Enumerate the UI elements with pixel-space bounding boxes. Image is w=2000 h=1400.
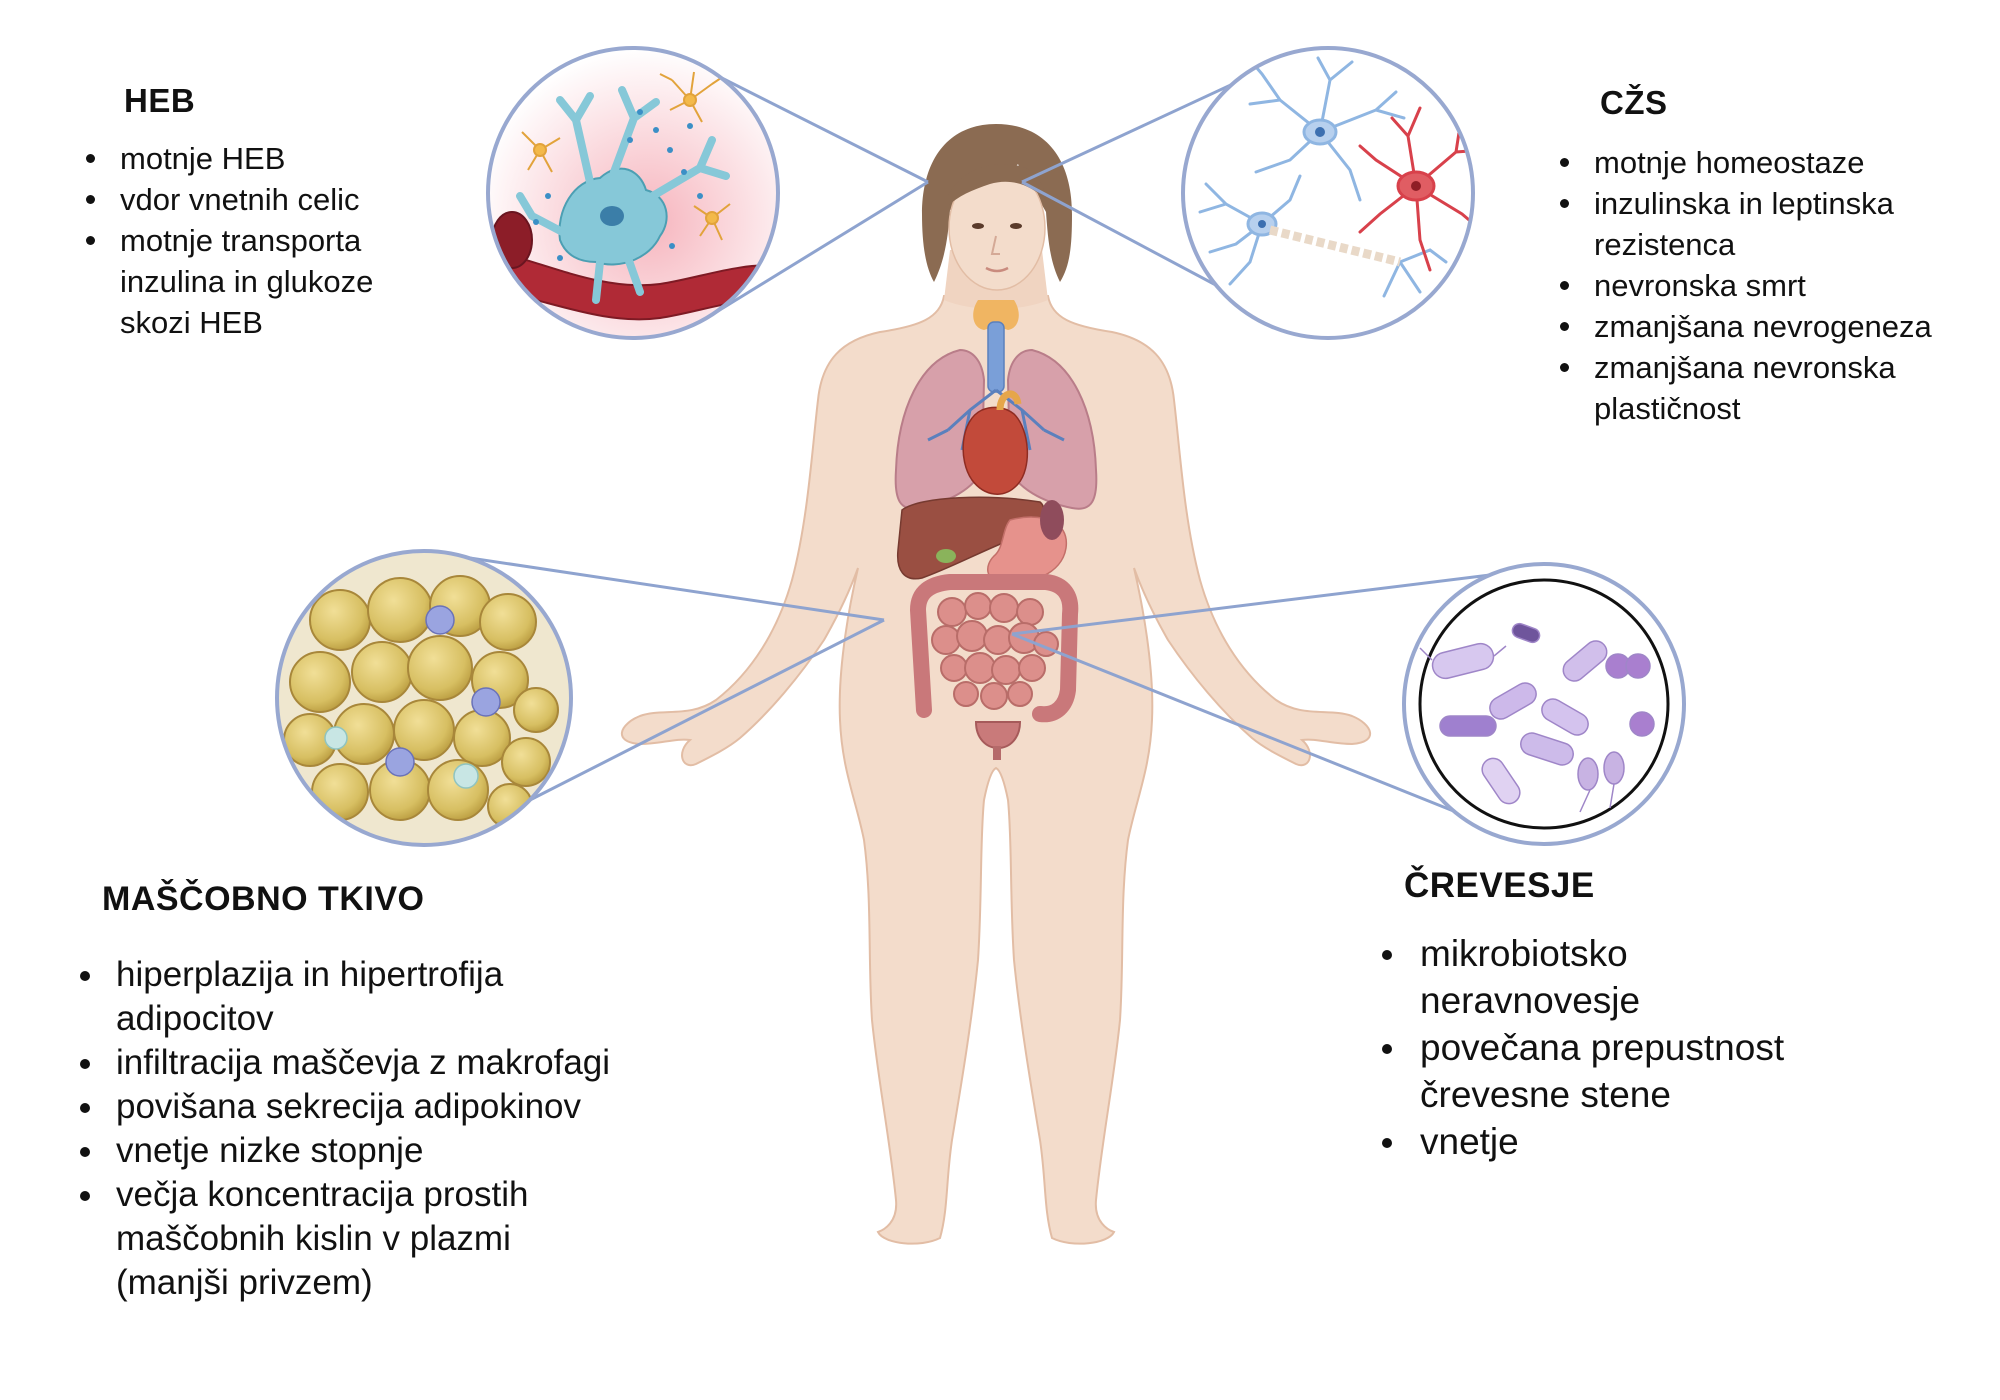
list-item: infiltracija maščevja z makrofagi bbox=[72, 1041, 732, 1085]
axon-myelin bbox=[1268, 225, 1402, 267]
list-item: mikrobiotsko neravnovesje bbox=[1372, 930, 1720, 1024]
fat-magnification bbox=[275, 549, 573, 847]
czs-magnification bbox=[1181, 46, 1475, 340]
gut-magnification bbox=[1402, 562, 1686, 846]
small-intestine bbox=[931, 592, 1059, 710]
list-item: hiperplazija in hipertrofija adipocitov bbox=[72, 953, 636, 1041]
trachea bbox=[987, 321, 1005, 393]
urethra bbox=[993, 746, 1001, 760]
macrophage-icon bbox=[385, 605, 501, 777]
glucose-dots bbox=[533, 109, 703, 261]
right-lung bbox=[1006, 348, 1098, 510]
list-item: vnetje bbox=[1372, 1118, 1872, 1165]
list-item: večja koncentracija prostih maščobnih ki… bbox=[72, 1173, 616, 1305]
astrocyte-icon bbox=[516, 86, 730, 304]
thyroid bbox=[973, 300, 1019, 330]
gut-title: ČREVESJE bbox=[1404, 866, 1595, 905]
callout-heb-bottom bbox=[704, 180, 929, 321]
neuron-red-icon bbox=[1358, 106, 1473, 272]
panel-fat: MAŠČOBNO TKIVO hiperplazija in hipertrof… bbox=[72, 880, 732, 1305]
list-item: motnje transporta inzulina in glukoze sk… bbox=[78, 220, 420, 343]
fat-list: hiperplazija in hipertrofija adipocitov … bbox=[72, 953, 732, 1305]
callout-fat-bottom bbox=[529, 618, 885, 802]
adipocytes-icon bbox=[283, 575, 559, 829]
list-item: motnje homeostaze bbox=[1552, 142, 1992, 183]
nose bbox=[990, 235, 1000, 255]
panel-heb: HEB motnje HEB vdor vnetnih celic motnje… bbox=[78, 82, 438, 343]
panel-czs: CŽS motnje homeostaze inzulinska in lept… bbox=[1552, 84, 1992, 429]
list-item: vnetje nizke stopnje bbox=[72, 1129, 732, 1173]
right-eye-icon bbox=[1010, 223, 1022, 229]
list-item: motnje HEB bbox=[78, 138, 438, 179]
callout-gut-bottom bbox=[1011, 632, 1457, 814]
fat-title: MAŠČOBNO TKIVO bbox=[102, 880, 425, 918]
large-intestine bbox=[909, 574, 1079, 723]
hair-fringe bbox=[948, 164, 1046, 206]
human-body bbox=[620, 124, 1372, 1245]
gallbladder bbox=[936, 549, 956, 563]
neuron-blue-icon bbox=[1198, 56, 1448, 298]
czs-title: CŽS bbox=[1600, 84, 1668, 121]
gut-list: mikrobiotsko neravnovesje povečana prepu… bbox=[1372, 930, 1872, 1165]
mouth bbox=[985, 266, 1009, 273]
czs-list: motnje homeostaze inzulinska in leptinsk… bbox=[1552, 142, 1992, 429]
list-item: povečana prepustnost črevesne stene bbox=[1372, 1024, 1860, 1118]
heart bbox=[962, 406, 1028, 495]
list-item: inzulinska in leptinska rezistenca bbox=[1552, 183, 1954, 265]
list-item: povišana sekrecija adipokinov bbox=[72, 1085, 732, 1129]
spleen bbox=[1040, 500, 1064, 540]
callout-heb-top bbox=[699, 65, 929, 184]
panel-gut: ČREVESJE mikrobiotsko neravnovesje poveč… bbox=[1372, 866, 1872, 1165]
list-item: zmanjšana nevronska plastičnost bbox=[1552, 347, 1954, 429]
list-item: zmanjšana nevrogeneza bbox=[1552, 306, 1992, 347]
heb-magnification bbox=[486, 46, 780, 340]
gut-bacteria-icon bbox=[1419, 622, 1655, 813]
left-eye-icon bbox=[972, 223, 984, 229]
hair bbox=[922, 124, 1072, 282]
callout-gut-top bbox=[1011, 573, 1491, 636]
microglia-icon bbox=[521, 71, 731, 241]
list-item: vdor vnetnih celic bbox=[78, 179, 438, 220]
callout-lines bbox=[429, 48, 1491, 814]
list-item: nevronska smrt bbox=[1552, 265, 1992, 306]
body-silhouette bbox=[620, 295, 1372, 1245]
aorta bbox=[996, 390, 1022, 411]
callout-fat-top bbox=[429, 550, 885, 622]
heb-list: motnje HEB vdor vnetnih celic motnje tra… bbox=[78, 138, 438, 343]
callout-czs-bottom bbox=[1021, 180, 1245, 302]
heb-title: HEB bbox=[124, 82, 196, 119]
